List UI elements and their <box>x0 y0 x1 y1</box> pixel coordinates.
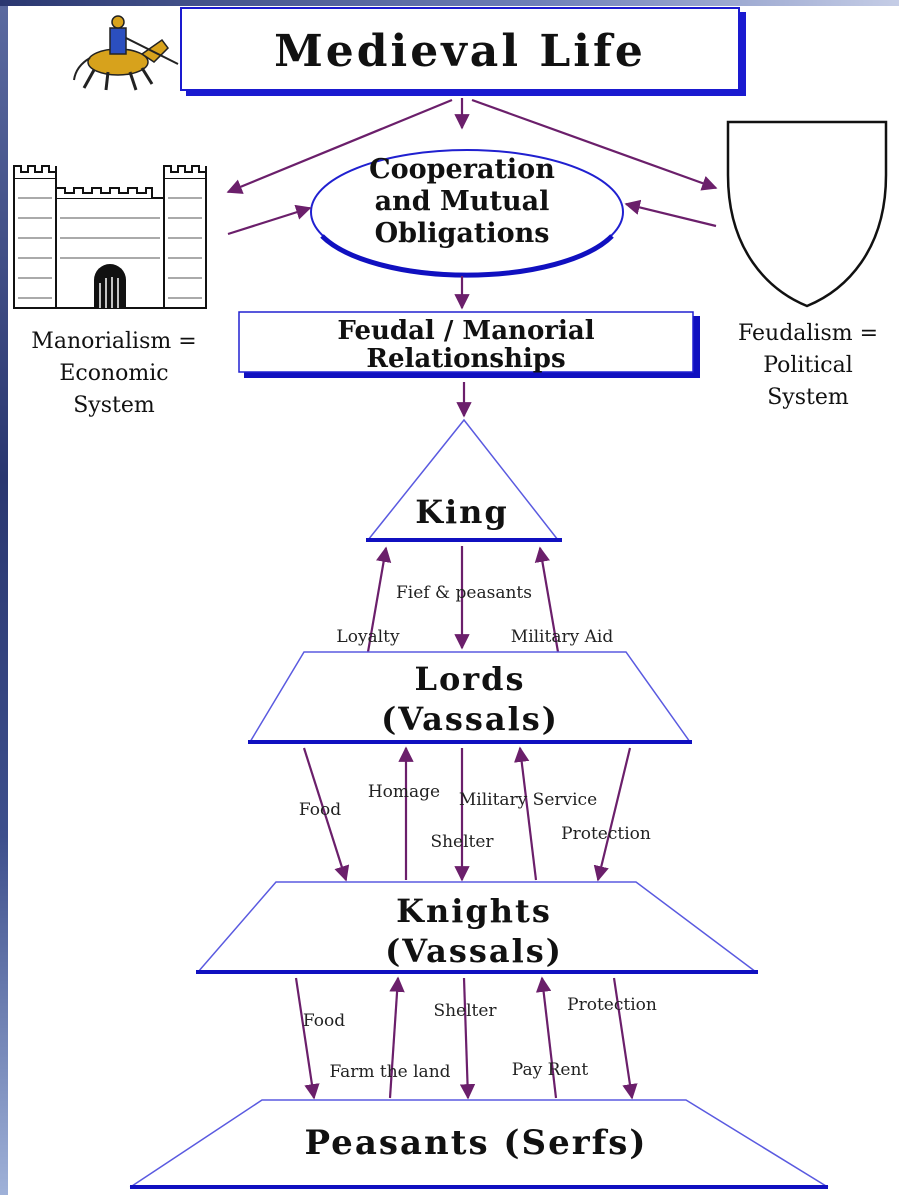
label-farm-the-land: Farm the land <box>329 1062 450 1082</box>
svg-text:Political: Political <box>763 353 853 378</box>
lords-label: Lords <box>414 660 525 698</box>
relationships-box: Feudal / Manorial Relationships <box>238 311 700 378</box>
label-protection-2: Protection <box>567 995 657 1015</box>
knights-sublabel: (Vassals) <box>385 932 563 970</box>
label-homage: Homage <box>368 782 440 802</box>
label-fief-peasants: Fief & peasants <box>396 583 532 603</box>
knight-on-horse-icon <box>73 15 179 91</box>
svg-text:System: System <box>73 393 155 418</box>
relationships-line-1: Feudal / Manorial <box>337 316 594 346</box>
svg-text:Manorialism =: Manorialism = <box>31 329 196 354</box>
knights-label: Knights <box>396 892 552 930</box>
left-edge-strip <box>0 0 8 1195</box>
label-food-1: Food <box>299 800 341 820</box>
king-label: King <box>415 493 509 531</box>
castle-icon <box>13 165 207 309</box>
label-loyalty: Loyalty <box>336 627 400 647</box>
left-caption: Manorialism = Economic System <box>31 329 196 418</box>
tier-peasants: Peasants (Serfs) <box>129 1099 829 1189</box>
top-edge-strip <box>0 0 899 6</box>
tier-knights: Knights (Vassals) <box>196 881 759 974</box>
svg-text:Economic: Economic <box>59 361 168 386</box>
peasants-label: Peasants (Serfs) <box>305 1123 648 1163</box>
label-shelter-1: Shelter <box>430 832 494 852</box>
shield-icon <box>726 120 888 308</box>
top-arrows <box>226 98 718 418</box>
diagram-title: Medieval Life <box>274 26 646 77</box>
title-box: Medieval Life <box>180 7 746 96</box>
svg-text:Feudalism =: Feudalism = <box>738 321 878 346</box>
tier-lords: Lords (Vassals) <box>248 651 692 744</box>
label-shelter-2: Shelter <box>433 1001 497 1021</box>
label-military-service: Military Service <box>459 790 597 810</box>
label-protection-1: Protection <box>561 824 651 844</box>
king-lords-arrows: Fief & peasants Loyalty Military Aid <box>336 546 614 653</box>
tier-king: King <box>366 418 562 542</box>
ellipse-line-3: Obligations <box>375 218 550 249</box>
right-caption: Feudalism = Political System <box>738 321 878 410</box>
relationships-line-2: Relationships <box>366 344 565 374</box>
lords-sublabel: (Vassals) <box>381 700 559 738</box>
svg-text:System: System <box>767 385 849 410</box>
ellipse-line-1: Cooperation <box>369 154 555 185</box>
cooperation-ellipse: Cooperation and Mutual Obligations <box>310 149 624 278</box>
lords-knights-arrows: Food Homage Military Service Shelter Pro… <box>299 746 651 882</box>
ellipse-line-2: and Mutual <box>375 186 550 217</box>
label-pay-rent: Pay Rent <box>512 1060 589 1080</box>
label-military-aid: Military Aid <box>511 627 614 647</box>
knights-peasants-arrows: Food Farm the land Shelter Pay Rent Prot… <box>294 976 657 1100</box>
label-food-2: Food <box>303 1011 345 1031</box>
